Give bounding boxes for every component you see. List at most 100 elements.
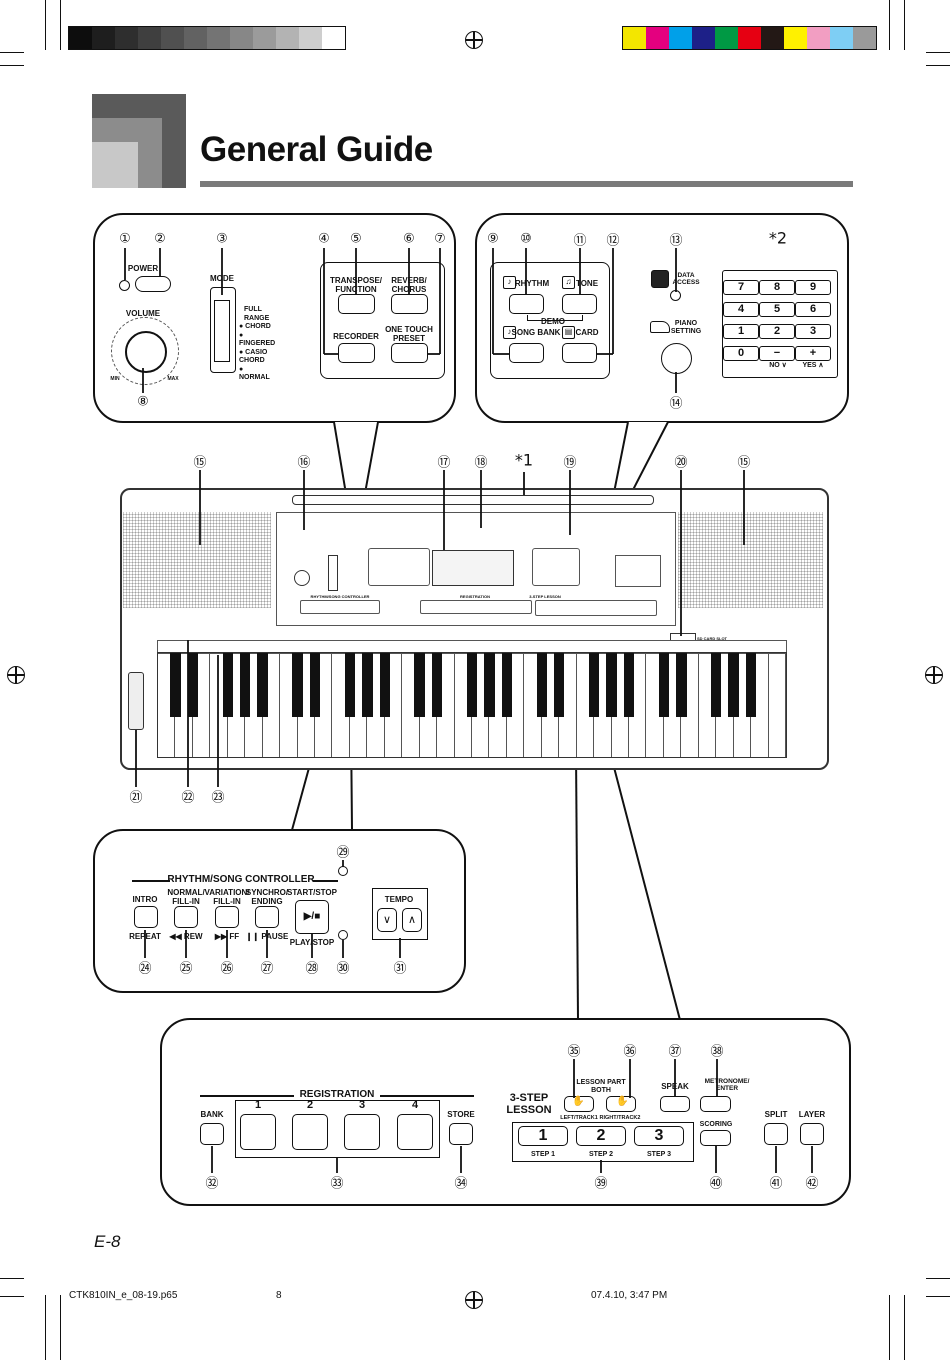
grayscale-color-bar <box>68 26 346 50</box>
callout-number: ⑯ <box>297 455 311 471</box>
power-button[interactable] <box>135 276 171 292</box>
registration-button[interactable] <box>344 1114 380 1150</box>
numpad-key[interactable]: + <box>795 346 831 361</box>
crop-line <box>0 65 24 66</box>
black-key[interactable] <box>501 653 513 717</box>
black-key[interactable] <box>431 653 443 717</box>
white-key[interactable] <box>681 653 699 757</box>
scoring-button[interactable] <box>700 1130 731 1146</box>
numpad-key[interactable]: 2 <box>759 324 795 339</box>
card-button[interactable] <box>562 343 597 363</box>
one-touch-preset-button[interactable] <box>391 343 428 363</box>
start-stop-icon: ▶/■ <box>303 911 321 922</box>
step-button[interactable]: 2 <box>576 1126 626 1146</box>
registration-number: 2 <box>306 1099 314 1111</box>
white-key[interactable] <box>507 653 525 757</box>
black-key[interactable] <box>414 653 425 717</box>
pitch-bend-wheel[interactable] <box>128 672 144 730</box>
black-key[interactable] <box>187 653 199 717</box>
black-key[interactable] <box>292 653 303 717</box>
white-key[interactable] <box>315 653 333 757</box>
gray-swatch <box>207 27 230 49</box>
white-key[interactable] <box>385 653 403 757</box>
mode-slider[interactable] <box>210 287 236 373</box>
recorder-button[interactable] <box>338 343 375 363</box>
crop-line <box>0 52 24 53</box>
numpad-key[interactable]: 0 <box>723 346 759 361</box>
demo-label: DEMO <box>541 317 565 326</box>
white-key[interactable] <box>751 653 769 757</box>
layer-button[interactable] <box>800 1123 824 1145</box>
step-button[interactable]: 1 <box>518 1126 568 1146</box>
black-key[interactable] <box>466 653 478 717</box>
mode-option: ● FINGERED <box>239 331 276 348</box>
black-key[interactable] <box>344 653 356 717</box>
song-bank-button[interactable] <box>509 343 544 363</box>
tempo-down-button[interactable]: ∨ <box>377 908 397 932</box>
black-key[interactable] <box>658 653 670 717</box>
split-button[interactable] <box>764 1123 788 1145</box>
synchro-ending-button[interactable] <box>255 906 279 928</box>
numpad-key[interactable]: 7 <box>723 280 759 295</box>
bank-button[interactable] <box>200 1123 224 1145</box>
tempo-up-button[interactable]: ∧ <box>402 908 422 932</box>
black-key[interactable] <box>745 653 757 717</box>
white-key[interactable] <box>559 653 577 757</box>
registration-button[interactable] <box>292 1114 328 1150</box>
black-key[interactable] <box>257 653 268 717</box>
tone-button[interactable] <box>562 294 597 314</box>
numpad-key[interactable]: − <box>759 346 795 361</box>
intro-button[interactable] <box>134 906 158 928</box>
page-title: General Guide <box>200 130 433 169</box>
black-key[interactable] <box>379 653 390 717</box>
reverb-chorus-button[interactable] <box>391 294 428 314</box>
mode-option: ● CHORD <box>239 323 271 330</box>
numpad-key[interactable]: 3 <box>795 324 831 339</box>
mini-lesson-label: 3-STEP LESSON <box>529 594 561 599</box>
numpad-key[interactable]: 9 <box>795 280 831 295</box>
callout-number: ⑥ <box>403 231 415 247</box>
black-key[interactable] <box>553 653 565 717</box>
black-key[interactable] <box>623 653 635 717</box>
store-button[interactable] <box>449 1123 473 1145</box>
right-track2-button[interactable] <box>606 1096 636 1112</box>
black-key[interactable] <box>676 653 687 717</box>
registration-button[interactable] <box>397 1114 433 1150</box>
button-group-frame <box>320 262 445 379</box>
black-key[interactable] <box>170 653 181 717</box>
numpad-key[interactable]: 4 <box>723 302 759 317</box>
black-key[interactable] <box>362 653 373 717</box>
numpad-key[interactable]: 1 <box>723 324 759 339</box>
black-key[interactable] <box>222 653 233 717</box>
black-key[interactable] <box>536 653 547 717</box>
rhythm-button[interactable] <box>509 294 544 314</box>
step-frame <box>512 1122 694 1162</box>
black-key[interactable] <box>239 653 251 717</box>
left-track1-button[interactable] <box>564 1096 594 1112</box>
white-key[interactable] <box>769 653 786 757</box>
numpad-key[interactable]: 8 <box>759 280 795 295</box>
black-key[interactable] <box>710 653 722 717</box>
black-key[interactable] <box>728 653 739 717</box>
start-stop-button[interactable] <box>295 900 329 934</box>
metronome-enter-button[interactable] <box>700 1096 731 1112</box>
black-key[interactable] <box>606 653 617 717</box>
speak-button[interactable] <box>660 1096 690 1112</box>
normal-fill-in-button[interactable] <box>174 906 198 928</box>
step-button[interactable]: 3 <box>634 1126 684 1146</box>
registration-button[interactable] <box>240 1114 276 1150</box>
footnote-marker: *1 <box>514 450 534 470</box>
white-key[interactable] <box>263 653 281 757</box>
white-key[interactable] <box>437 653 455 757</box>
variation-fill-in-button[interactable] <box>215 906 239 928</box>
numpad-key[interactable]: 5 <box>759 302 795 317</box>
transpose-function-button[interactable] <box>338 294 375 314</box>
black-key[interactable] <box>309 653 321 717</box>
black-key[interactable] <box>484 653 495 717</box>
numpad-key[interactable]: 6 <box>795 302 831 317</box>
song-bank-icon: ♪ <box>503 326 516 339</box>
color-swatch <box>830 27 853 49</box>
white-key[interactable] <box>629 653 647 757</box>
white-key[interactable] <box>193 653 211 757</box>
black-key[interactable] <box>588 653 600 717</box>
